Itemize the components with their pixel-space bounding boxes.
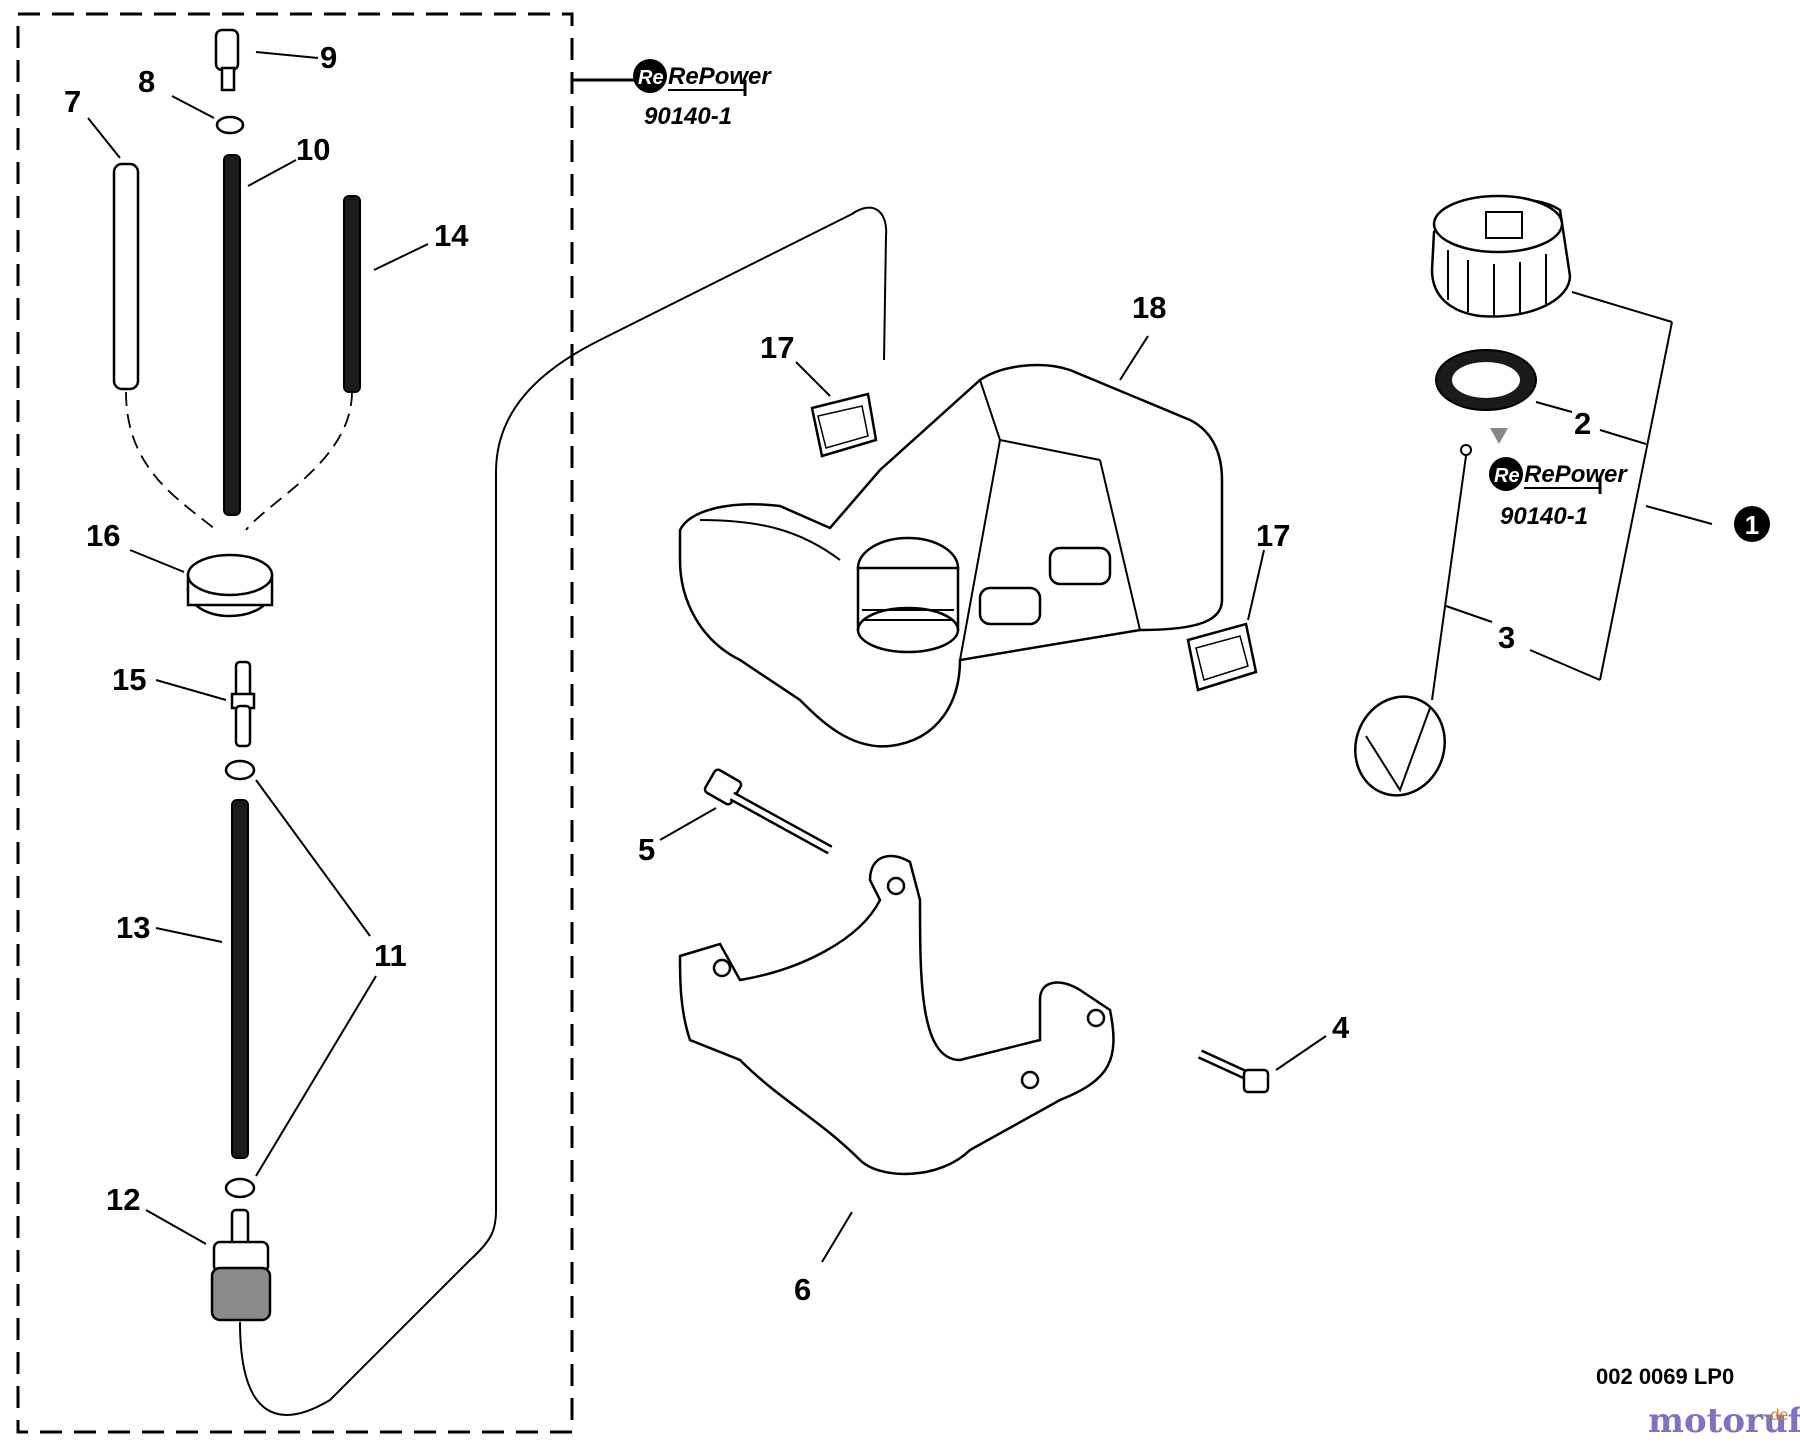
part-12-fuel-filter: 12 (106, 1182, 272, 1322)
part-9-fitting: 9 (214, 28, 337, 92)
callout-2: 2 (1574, 406, 1591, 441)
part-17-grommet-left: 17 (760, 330, 878, 458)
part-8-oring: 8 (138, 64, 245, 135)
callout-17b: 17 (1256, 518, 1290, 553)
badge-code-2: 90140-1 (1500, 503, 1588, 530)
callout-18: 18 (1132, 290, 1166, 325)
part-4-screw: 4 (1197, 1010, 1350, 1094)
part-16-grommet: 16 (86, 518, 274, 618)
callout-12: 12 (106, 1182, 140, 1217)
part-13-tube: 13 (116, 799, 249, 1159)
svg-text:Re: Re (638, 67, 664, 89)
repower-logo-icon-2 (1489, 457, 1523, 491)
watermark-text: motoruf (1648, 1401, 1800, 1441)
callout-13: 13 (116, 910, 150, 945)
part-15-fitting: 15 (112, 660, 256, 748)
callout-7: 7 (64, 84, 81, 119)
watermark: motoruf .de (1648, 1401, 1800, 1441)
assembly-marker (1734, 506, 1770, 542)
part-18-fuel-tank: 18 (678, 290, 1224, 748)
part-14-tube: 14 (343, 195, 469, 393)
part-5-bolt: 5 (638, 768, 833, 867)
callout-4: 4 (1332, 1010, 1350, 1045)
fuel-line-kit-boundary (16, 12, 640, 1434)
repower-badge-cap: Re RePower 90140-1 (1489, 457, 1628, 530)
callout-6: 6 (794, 1272, 811, 1307)
callout-17a: 17 (760, 330, 794, 365)
part-17-grommet-right: 17 (1186, 518, 1290, 692)
assembly-marker-label: 1 (1745, 510, 1759, 540)
badge-code: 90140-1 (644, 103, 732, 130)
repower-badge-top: Re RePower 90140-1 (633, 59, 772, 130)
arrow-down-icon (1490, 428, 1508, 444)
callout-16: 16 (86, 518, 120, 553)
callout-5: 5 (638, 832, 655, 867)
callout-3: 3 (1498, 620, 1515, 655)
watermark-suffix: .de (1766, 1407, 1788, 1424)
part-11-orings: 11 (224, 759, 407, 1199)
reference-code: 002 0069 LP0 (1596, 1364, 1734, 1389)
callout-10: 10 (296, 132, 330, 167)
repower-logo-icon (633, 59, 667, 93)
callout-8: 8 (138, 64, 155, 99)
callout-15: 15 (112, 662, 146, 697)
callout-9: 9 (320, 40, 337, 75)
badge-brand-2: RePower (1524, 461, 1628, 488)
part-6-bracket: 6 (678, 854, 1115, 1307)
part-10-tube: 10 (223, 132, 330, 516)
callout-14: 14 (434, 218, 469, 253)
fuel-mix-icon (1485, 211, 1523, 239)
callout-11: 11 (374, 938, 407, 973)
part-cap-assembly: 2 3 1 (1354, 194, 1770, 797)
badge-brand: RePower (668, 63, 772, 90)
part-7-tube: 7 (64, 84, 140, 391)
svg-text:Re: Re (1494, 465, 1520, 487)
